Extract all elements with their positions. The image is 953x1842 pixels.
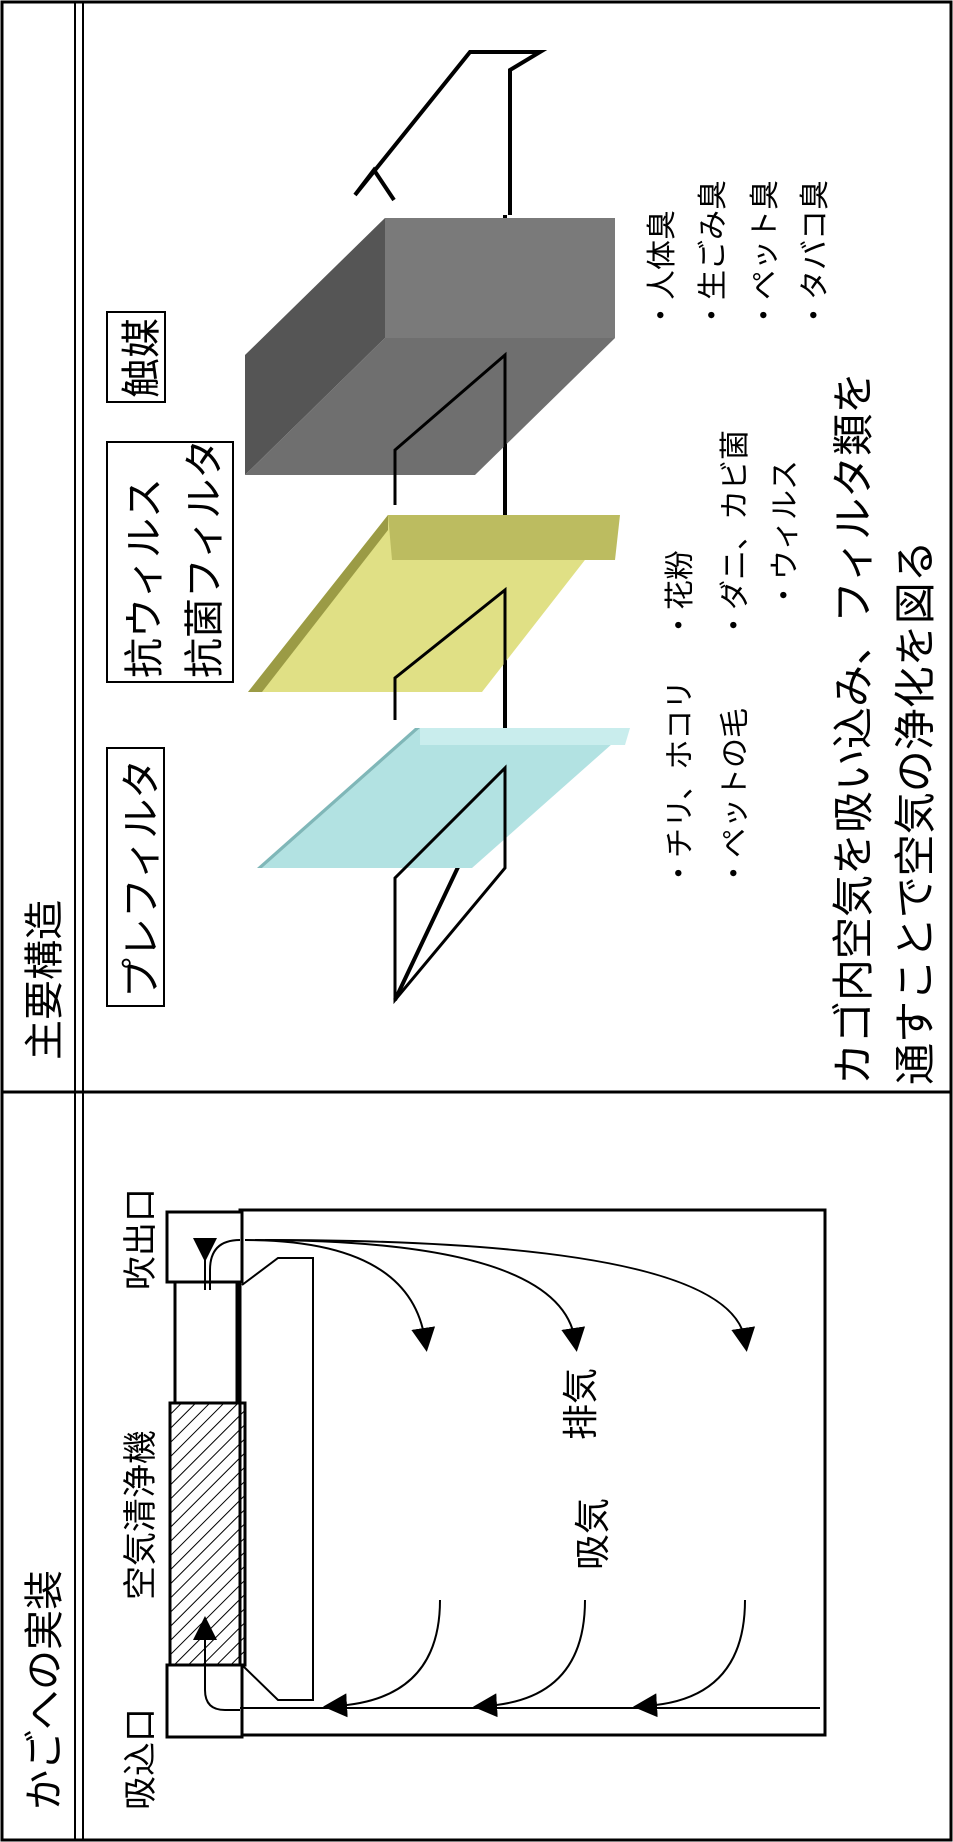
purifier-label: 空気清浄機 xyxy=(121,1430,161,1600)
duct xyxy=(173,1280,239,1405)
anti-filter-label-line1: 抗ウィルス xyxy=(122,478,168,678)
pre-filter xyxy=(257,728,630,868)
anti-target-1: ・花粉 xyxy=(663,550,698,640)
pre-filter-frame xyxy=(393,764,507,1005)
catalyst-target-3: ・ペット臭 xyxy=(748,180,783,330)
exhaust-arrow-1 xyxy=(244,1239,436,1352)
cage-box xyxy=(238,1208,827,1737)
catalyst-target-2: ・生ごみ臭 xyxy=(696,180,731,330)
pre-target-1: ・チリ、ホコリ xyxy=(663,680,698,888)
exhaust-arrow-3 xyxy=(264,1239,756,1352)
header-left-title: かごへの実装 xyxy=(22,1570,68,1810)
outlet-label: 吹出口 xyxy=(121,1188,161,1290)
catalyst-label-box xyxy=(106,311,166,403)
caption-line-2: 通すことで空気の浄化を図る xyxy=(891,540,940,1085)
anti-filter-top xyxy=(388,515,620,560)
intake-flow-line xyxy=(204,1640,240,1711)
purifier-unit xyxy=(168,1401,247,1667)
anti-filter-label-line2: 抗菌フィルタ xyxy=(182,439,228,678)
anti-filter-label-box xyxy=(106,441,234,683)
pre-filter-label: プレフィルタ xyxy=(119,759,165,998)
exhaust-arrow-2 xyxy=(254,1239,586,1352)
anti-filter xyxy=(248,515,620,692)
catalyst-label: 触媒 xyxy=(119,318,165,398)
pre-filter-face xyxy=(262,728,630,868)
catalyst-target-4: ・タバコ臭 xyxy=(798,180,833,330)
pre-target-2: ・ペットの毛 xyxy=(718,708,753,888)
catalyst-front-face xyxy=(385,218,615,338)
exhaust-label: 排気 xyxy=(561,1368,602,1440)
inhale-arrow-3 xyxy=(633,1599,746,1718)
pre-filter-top xyxy=(420,728,630,745)
outflow-arrow xyxy=(353,50,548,215)
inhale-arrow-2 xyxy=(473,1599,586,1718)
pre-filter-edge xyxy=(257,728,420,868)
inner-channel xyxy=(241,1257,314,1701)
intake-label: 吸込口 xyxy=(121,1708,161,1810)
caption-line-1: カゴ内空気を吸い込み、フィルタ類を xyxy=(829,372,878,1085)
inhale-arrow-1 xyxy=(323,1599,441,1718)
anti-filter-frame xyxy=(393,586,507,720)
anti-target-3: ・ウィルス xyxy=(768,460,803,610)
cage-diagram: 吸込口 空気清浄機 吹出口 吸気 排気 xyxy=(121,1188,827,1810)
anti-target-2: ・ダニ、カビ菌 xyxy=(718,430,753,640)
anti-filter-edge xyxy=(248,515,388,692)
catalyst-frame xyxy=(393,351,507,505)
catalyst-target-1: ・人体臭 xyxy=(645,210,680,330)
filter-diagram: プレフィルタ 抗ウィルス 抗菌フィルタ 触媒 ・チリ、ホコリ ・ペットの毛 ・花… xyxy=(106,50,940,1085)
header-right-title: 主要構造 xyxy=(22,900,68,1060)
catalyst-left-face xyxy=(245,218,385,475)
catalyst-block xyxy=(245,218,615,475)
inhale-label: 吸気 xyxy=(573,1498,614,1570)
pre-filter-label-box xyxy=(106,747,165,1007)
catalyst-bottom-face xyxy=(245,338,615,475)
